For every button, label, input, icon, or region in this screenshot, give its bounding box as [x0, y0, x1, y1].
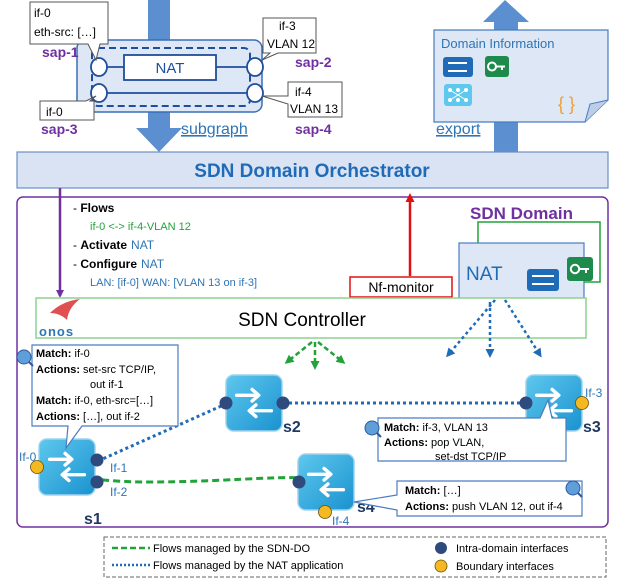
subgraph-link[interactable]: subgraph [181, 121, 248, 138]
activate-value: NAT [131, 238, 155, 252]
sdn-domain-container [16, 196, 609, 528]
orchestrator-title: SDN Domain Orchestrator [194, 161, 430, 182]
switch-s3-label: s3 [583, 419, 601, 436]
svg-text:Match: if-0: Match: if-0 [36, 348, 90, 360]
svg-text:Actions: push VLAN 12, out if-: Actions: push VLAN 12, out if-4 [405, 501, 563, 513]
svg-text:Actions: set-src TCP/IP,: Actions: set-src TCP/IP, [36, 364, 156, 376]
orchestrator-bar [16, 151, 609, 189]
switch-s2-label: s2 [283, 419, 301, 436]
switch-s2[interactable]: s2 [225, 374, 301, 436]
svg-text:onos: onos [39, 324, 74, 339]
nat-vnf-appliance-icon [527, 269, 559, 291]
nat-to-s3b-blue-arrow [503, 299, 542, 358]
sap3-port-icon [90, 83, 108, 103]
s1-if0-boundary-dot [30, 460, 44, 474]
sap4-line1: if-4 [295, 85, 312, 99]
s4-rule-text: Match: […] Actions: push VLAN 12, out if… [405, 485, 563, 513]
legend-green-label: Flows managed by the SDN-DO [153, 543, 311, 555]
sap2-line1: if-3 [279, 19, 296, 33]
sap4-line2: VLAN 13 [290, 102, 338, 116]
sap1-line1: if-0 [34, 6, 51, 20]
switch-s1-label: s1 [84, 511, 102, 528]
svg-text:Match: if-0, eth-src=[…]: Match: if-0, eth-src=[…] [36, 395, 153, 407]
nf-monitor-box [349, 276, 453, 298]
s1-rule-lens-icon [16, 349, 32, 365]
s4-if4-boundary-dot [318, 505, 332, 519]
export-section: Domain Information { } export [433, 0, 609, 152]
legend-intra-dot [435, 542, 447, 554]
subgraph-nat-box [123, 54, 217, 81]
sdn-controller-bar [35, 297, 587, 339]
nf-monitor-label: Nf-monitor [368, 279, 434, 295]
s3-rule-text: Match: if-3, VLAN 13 Actions: pop VLAN, … [384, 422, 506, 463]
svg-text:Match: if-3, VLAN 13: Match: if-3, VLAN 13 [384, 422, 488, 434]
s4-left-intra-dot [292, 475, 306, 489]
domain-info-title: Domain Information [441, 36, 554, 51]
switch-matrix-icon [444, 84, 472, 106]
nat-vnf-label: NAT [466, 264, 503, 285]
json-braces-icon: { } [558, 94, 575, 114]
nat-to-s2-blue-arrow [446, 299, 496, 358]
configure-detail: LAN: [if-0] WAN: [VLAN 13 on if-3] [90, 277, 257, 289]
nat-vnf: NAT [458, 221, 601, 302]
svg-text:Actions: […], out if-2: Actions: […], out if-2 [36, 411, 140, 423]
ctrl-green-arrow-left [284, 341, 313, 364]
s1-if2-intra-dot [90, 475, 104, 489]
sdn-controller-title: SDN Controller [238, 310, 366, 331]
flows-label: Flows [80, 201, 114, 215]
sdn-domain-title: SDN Domain [470, 204, 573, 223]
sap2-port-icon [246, 57, 264, 77]
sap3-line1: if-0 [46, 105, 63, 119]
legend-boundary-label: Boundary interfaces [456, 561, 554, 573]
sap4-name: sap-4 [295, 121, 332, 137]
s4-rule-lens-icon [565, 480, 581, 496]
legend-blue-label: Flows managed by the NAT application [153, 560, 343, 572]
port-s3-if3: If-3 [585, 386, 603, 400]
port-s1-if2: If-2 [110, 485, 128, 499]
svg-text:set-dst TCP/IP: set-dst TCP/IP [435, 451, 506, 463]
configure-label: Configure [80, 257, 137, 271]
switch-s1[interactable]: s1 [38, 438, 102, 528]
switch-s3[interactable]: s3 [525, 374, 601, 436]
svg-text:Actions: pop VLAN,: Actions: pop VLAN, [384, 437, 484, 449]
sap1-line2: eth-src: […] [34, 25, 96, 39]
subgraph-nat-label: NAT [156, 60, 185, 77]
sap1-name: sap-1 [42, 44, 79, 60]
sap2-line2: VLAN 12 [267, 37, 315, 51]
s3-left-intra-dot [519, 396, 533, 410]
subgraph-section: NAT if-0 eth-src: […] sap-1 if-3 VLAN 12… [29, 0, 343, 152]
legend-intra-label: Intra-domain interfaces [456, 543, 569, 555]
export-link[interactable]: export [436, 121, 481, 138]
activate-label: Activate [80, 238, 127, 252]
svg-text:Match: […]: Match: […] [405, 485, 461, 497]
nat-appliance-icon [443, 57, 473, 77]
s3-if3-boundary-dot [575, 396, 589, 410]
port-s1-if0: If-0 [19, 450, 37, 464]
flows-detail: if-0 <-> if-4-VLAN 12 [90, 221, 191, 233]
configure-value: NAT [141, 257, 165, 271]
port-s1-if1: If-1 [110, 461, 128, 475]
port-s4-if4: If-4 [332, 514, 350, 528]
s1-rule-text: Match: if-0 Actions: set-src TCP/IP, out… [36, 348, 156, 423]
svg-text:out if-1: out if-1 [90, 379, 124, 391]
sap4-port-icon [246, 83, 264, 103]
controller-commands: - Flows if-0 <-> if-4-VLAN 12 - Activate… [73, 201, 257, 289]
s3-rule-lens-icon [364, 420, 380, 436]
s2-left-intra-dot [219, 396, 233, 410]
svg-text:- Flows: - Flows [73, 201, 115, 215]
s2-right-intra-dot [276, 396, 290, 410]
sap1-port-icon [90, 57, 108, 77]
ctrl-green-arrow-right [317, 341, 346, 364]
legend-boundary-dot [434, 559, 448, 573]
switch-s4[interactable]: s4 [297, 453, 375, 516]
onos-logo-icon: onos [39, 299, 80, 339]
sap2-name: sap-2 [295, 54, 332, 70]
sap3-name: sap-3 [41, 121, 78, 137]
s1-if1-intra-dot [90, 453, 104, 467]
legend-box [103, 536, 607, 578]
